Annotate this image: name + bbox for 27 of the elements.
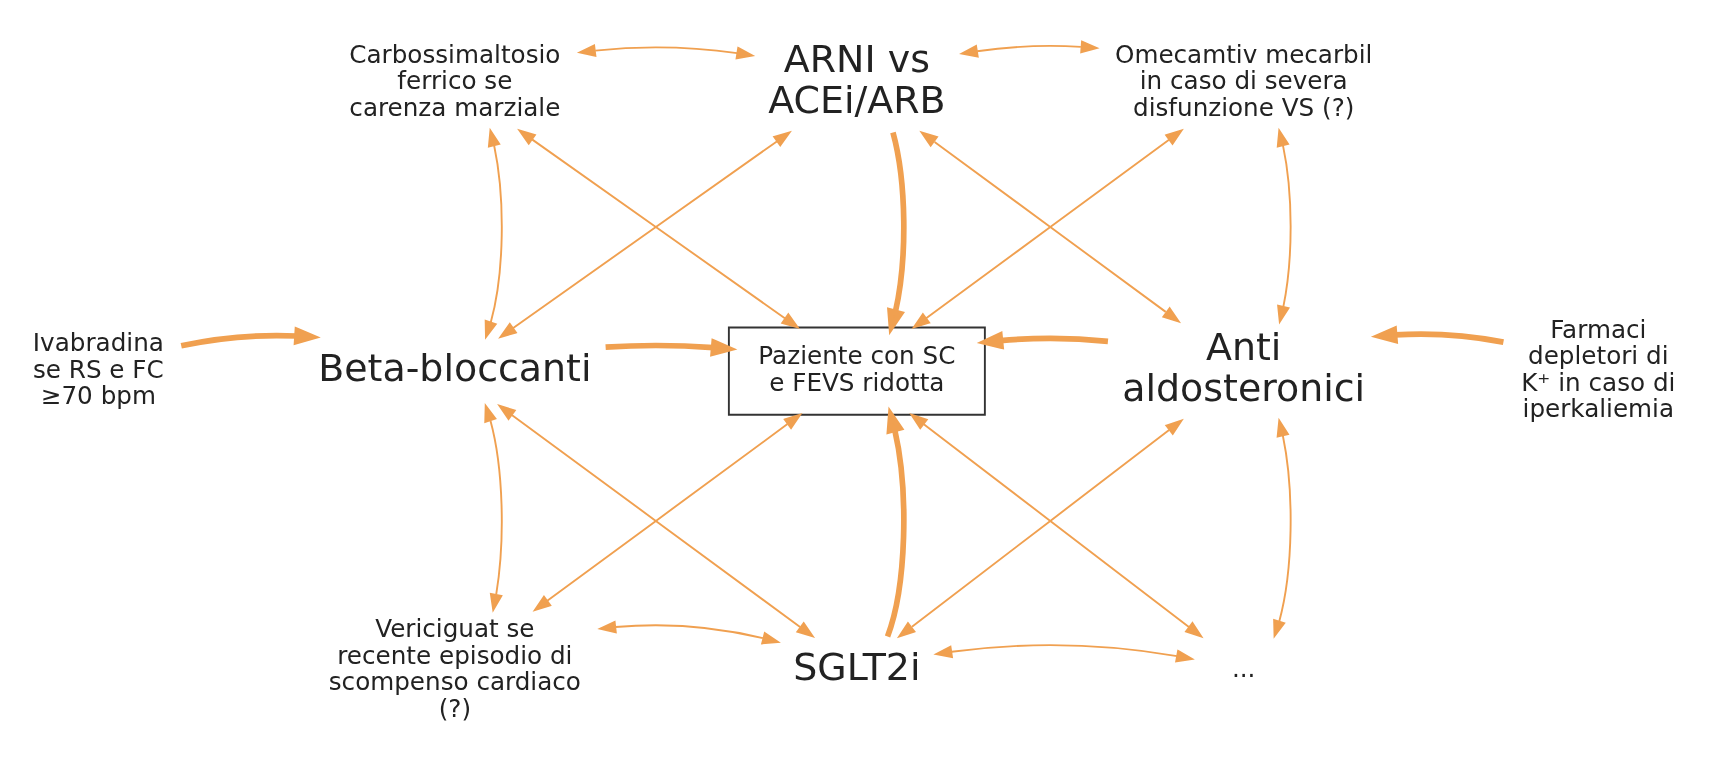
arrow [532,413,803,612]
node-text: Farmaci depletori di K⁺ in caso di iperkaliemia [1521,314,1676,424]
arrow [959,40,1100,58]
node-text: ARNI vs ACEi/ARB [768,36,946,123]
arrow [484,127,503,340]
arrow [976,331,1109,350]
arrow [484,403,503,613]
node-text: Carbossimaltosio ferrico se carenza marziale [349,39,561,122]
arrow [180,326,321,349]
node-text: ... [1231,654,1256,684]
node-text: SGLT2i [793,645,921,690]
node-text: Beta-bloccanti [318,345,592,390]
node-text: Omecamtiv mecarbil in caso di severa disfunzione VS (?) [1115,39,1373,122]
node-text: Anti aldosteronici [1122,324,1366,411]
node-text: Ivabradina se RS e FC ≥70 bpm [32,328,164,411]
arrow [576,43,756,60]
arrow [597,620,781,645]
arrow [497,404,816,639]
node-text: Vericiguat se recente episodio di scompenso cardiaco (?) [328,614,581,723]
arrow [605,338,738,357]
arrow [933,644,1195,663]
arrow [1370,325,1504,345]
node-box: Paziente con SC e FEVS ridotta [727,326,986,416]
arrow [1276,127,1292,325]
arrow [884,406,907,638]
arrow [1273,417,1292,639]
arrow [887,131,907,336]
